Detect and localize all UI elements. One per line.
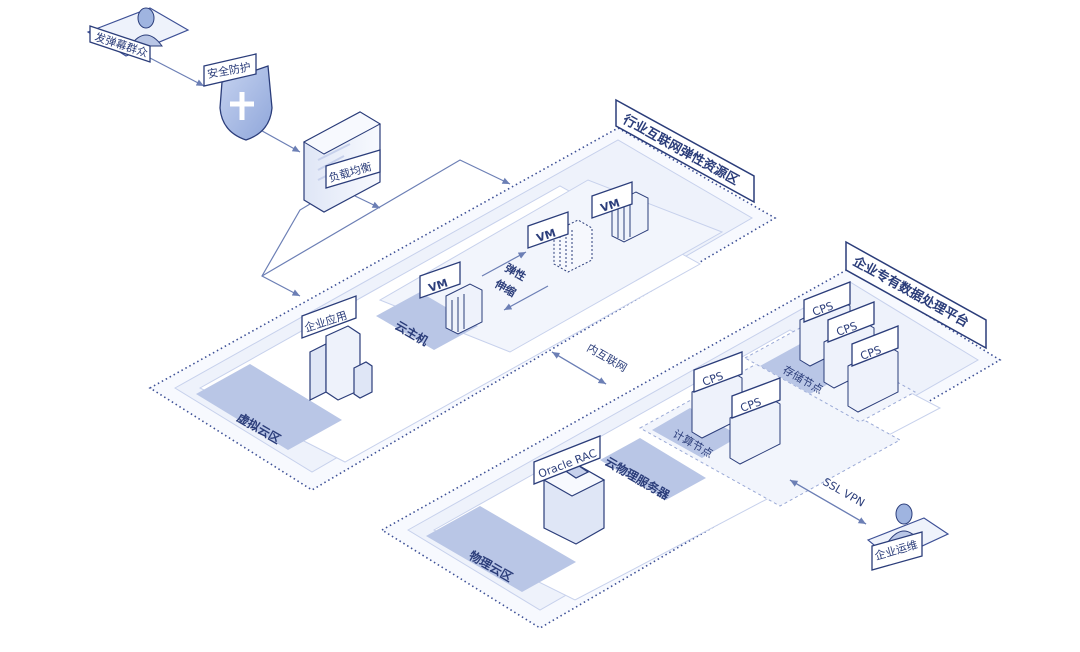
vm-label-1: VM — [427, 276, 450, 294]
cps-unit: CPS — [729, 377, 781, 465]
flow-lines — [149, 57, 867, 525]
server-stack-icon — [445, 283, 483, 335]
intranet-label: 内互联网 — [585, 340, 630, 374]
security-node: 安全防护 — [203, 53, 273, 141]
ssl-vpn-label: SSL VPN — [821, 475, 867, 509]
cps-group-storage: CPS CPS CPS — [799, 281, 899, 413]
enterprise-app-node: 企业应用 — [301, 295, 373, 401]
vm-node-2: VM — [527, 211, 593, 273]
building-icon — [309, 325, 373, 401]
enterprise-ops-node: 企业运维 — [866, 503, 950, 571]
public-users-node: 发弹幕群众 — [86, 7, 190, 63]
cps-group-compute: CPS CPS — [691, 351, 781, 465]
oracle-rac-node: Oracle RAC — [533, 435, 606, 545]
load-balancer-node: 负载均衡 — [302, 111, 382, 213]
vm-node-1: VM — [419, 261, 483, 335]
vm-node-3: VM — [591, 181, 649, 243]
vm-label-2: VM — [535, 226, 558, 244]
vm-label-3: VM — [599, 196, 622, 214]
cps-unit: CPS — [847, 325, 899, 413]
